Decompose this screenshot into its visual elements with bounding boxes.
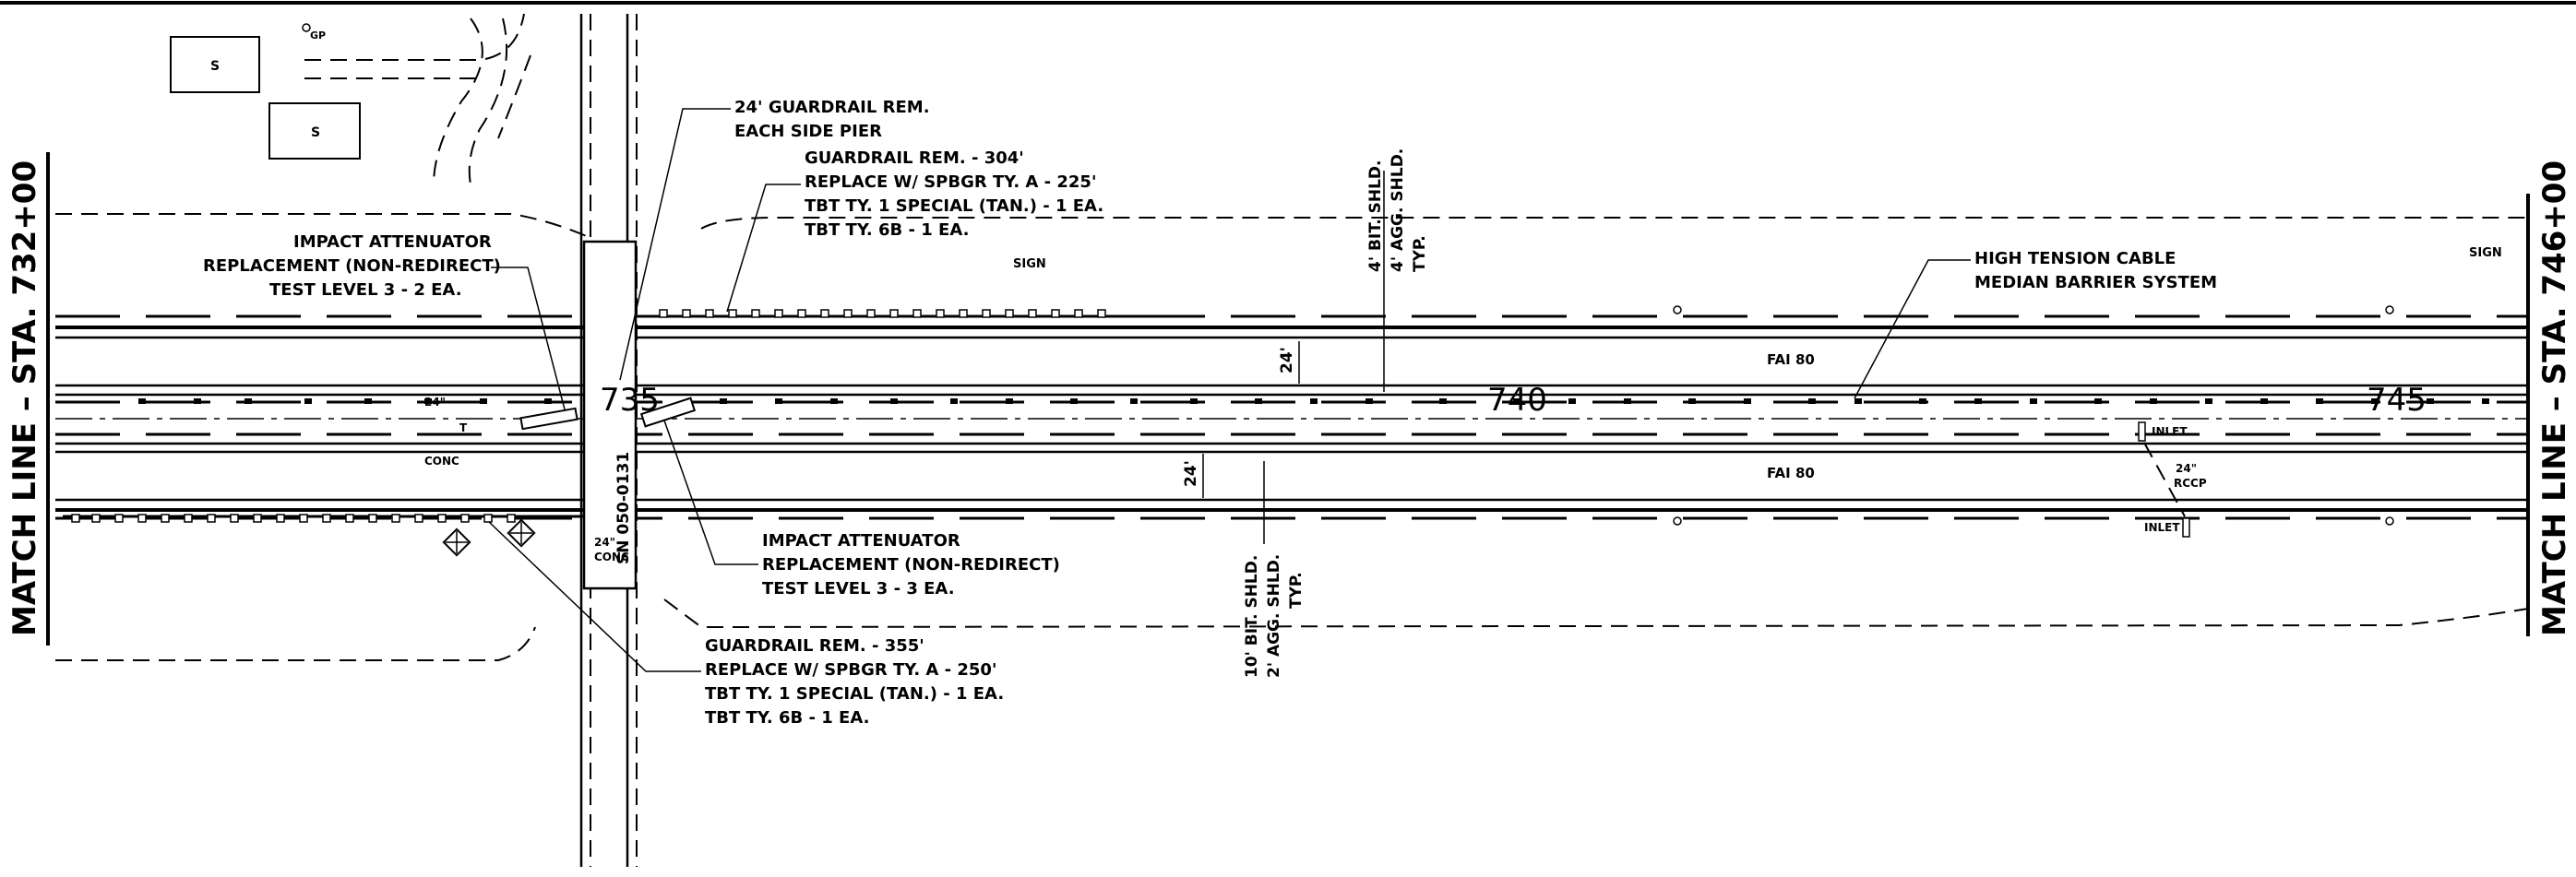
note-attenuator-right: IMPACT ATTENUATOR REPLACEMENT (NON-REDIR… (762, 531, 1060, 598)
row-fence-south (55, 598, 2529, 661)
conc-label-right: 24" CONC (594, 536, 629, 563)
marker-circle (2385, 516, 2394, 526)
svg-text:24": 24" (594, 536, 615, 549)
svg-text:REPLACEMENT (NON-REDIRECT): REPLACEMENT (NON-REDIRECT) (762, 555, 1060, 575)
leader-attenuator-left (491, 267, 566, 410)
crossroad (579, 14, 638, 867)
building-2 (268, 102, 361, 160)
inlet-2-symbol (2182, 517, 2190, 538)
svg-text:HIGH TENSION CABLE: HIGH TENSION CABLE (1974, 249, 2176, 268)
svg-text:TBT TY. 1 SPECIAL (TAN.) - 1 E: TBT TY. 1 SPECIAL (TAN.) - 1 EA. (705, 684, 1004, 704)
gp-symbol (302, 23, 311, 32)
marker-circle (2385, 305, 2394, 314)
rccp-label: 24" RCCP (2174, 462, 2207, 490)
cable-barrier-posts (138, 398, 2489, 404)
svg-text:24": 24" (2176, 462, 2197, 475)
svg-text:TBT TY. 1 SPECIAL (TAN.) - 1 E: TBT TY. 1 SPECIAL (TAN.) - 1 EA. (805, 196, 1103, 216)
svg-text:4' BIT. SHLD.: 4' BIT. SHLD. (1366, 160, 1385, 273)
svg-text:GUARDRAIL REM. - 355': GUARDRAIL REM. - 355' (705, 636, 924, 656)
guardrail-north (618, 309, 1172, 318)
impact-attenuator-left (519, 407, 578, 431)
station-735: 735 (600, 382, 660, 419)
svg-text:RCCP: RCCP (2174, 477, 2207, 490)
leader-attenuator-right (663, 420, 758, 565)
svg-text:TYP.: TYP. (1287, 572, 1306, 609)
note-guardrail-south: GUARDRAIL REM. - 355' REPLACE W/ SPBGR T… (705, 636, 1004, 728)
roadway-north (55, 314, 2528, 397)
building-1 (170, 36, 260, 93)
diamond-sign-1 (442, 527, 471, 557)
svg-text:MEDIAN BARRIER SYSTEM: MEDIAN BARRIER SYSTEM (1974, 273, 2217, 292)
guardrail-south (63, 514, 590, 523)
sign-label-2: SIGN (2469, 246, 2502, 260)
road-label-north: FAI 80 (1767, 351, 1815, 368)
leader-pier (619, 108, 731, 381)
svg-text:REPLACE W/ SPBGR TY. A - 250': REPLACE W/ SPBGR TY. A - 250' (705, 660, 996, 680)
ramp-curves (304, 13, 531, 185)
t-mark: T (459, 421, 468, 434)
svg-text:IMPACT ATTENUATOR: IMPACT ATTENUATOR (293, 232, 492, 252)
marker-circle (1673, 305, 1682, 314)
note-pier: 24' GUARDRAIL REM. EACH SIDE PIER (734, 98, 930, 141)
match-line-right: MATCH LINE – STA. 746+00 (2536, 160, 2573, 636)
building-1-label: S (210, 59, 220, 74)
note-cable: HIGH TENSION CABLE MEDIAN BARRIER SYSTEM (1974, 249, 2217, 292)
diamond-sign-2 (507, 518, 536, 548)
svg-text:10' BIT. SHLD.: 10' BIT. SHLD. (1243, 555, 1261, 678)
svg-text:EACH SIDE PIER: EACH SIDE PIER (734, 122, 882, 141)
conc-label-left: 24" CONC (424, 396, 459, 468)
structure-number: SN 050-0131 (614, 452, 633, 564)
svg-text:REPLACE W/ SPBGR TY. A - 225': REPLACE W/ SPBGR TY. A - 225' (805, 172, 1096, 192)
median (55, 400, 2528, 436)
inlet-2: INLET (2144, 521, 2180, 534)
svg-text:24": 24" (424, 396, 446, 409)
svg-text:TBT TY. 6B - 1 EA.: TBT TY. 6B - 1 EA. (705, 708, 869, 728)
leader-cable (1854, 259, 1971, 399)
marker-circle (1673, 516, 1682, 526)
inlet-1-symbol (2138, 421, 2146, 442)
svg-text:CONC: CONC (594, 551, 629, 563)
sign-label-1: SIGN (1013, 257, 1046, 271)
station-740: 740 (1487, 382, 1547, 419)
svg-text:24' GUARDRAIL REM.: 24' GUARDRAIL REM. (734, 98, 930, 117)
road-label-south: FAI 80 (1767, 465, 1815, 481)
note-shoulder-north: 4' BIT. SHLD. 4' AGG. SHLD. TYP. (1366, 148, 1429, 272)
inlet-1: INLET (2152, 425, 2188, 438)
svg-text:CONC: CONC (424, 455, 459, 468)
dim-24-south: 24' (1182, 460, 1200, 487)
svg-text:4' AGG. SHLD.: 4' AGG. SHLD. (1389, 148, 1407, 272)
svg-text:TEST LEVEL 3 - 3 EA.: TEST LEVEL 3 - 3 EA. (762, 579, 955, 598)
svg-text:GUARDRAIL REM. - 304': GUARDRAIL REM. - 304' (805, 148, 1024, 168)
leader-guardrail-south (488, 521, 701, 672)
rccp-pipe (2143, 442, 2186, 517)
svg-text:TYP.: TYP. (1411, 235, 1429, 272)
leader-guardrail-north (726, 184, 801, 313)
match-line-left: MATCH LINE – STA. 732+00 (6, 160, 43, 636)
impact-attenuator-right (639, 397, 697, 428)
svg-text:TEST LEVEL 3 - 2 EA.: TEST LEVEL 3 - 2 EA. (269, 280, 462, 300)
svg-text:REPLACEMENT (NON-REDIRECT): REPLACEMENT (NON-REDIRECT) (203, 256, 501, 276)
building-2-label: S (311, 125, 320, 140)
note-attenuator-left: IMPACT ATTENUATOR REPLACEMENT (NON-REDIR… (203, 232, 501, 300)
note-shoulder-south: 10' BIT. SHLD. 2' AGG. SHLD. TYP. (1243, 554, 1306, 678)
bridge-deck (582, 240, 638, 590)
gp-label: GP (310, 30, 326, 41)
station-745: 745 (2367, 382, 2427, 419)
svg-text:2' AGG. SHLD.: 2' AGG. SHLD. (1265, 554, 1283, 678)
svg-text:TBT TY. 6B - 1 EA.: TBT TY. 6B - 1 EA. (805, 220, 969, 240)
note-guardrail-north: GUARDRAIL REM. - 304' REPLACE W/ SPBGR T… (805, 148, 1103, 240)
dim-24-north: 24' (1278, 347, 1296, 373)
svg-text:IMPACT ATTENUATOR: IMPACT ATTENUATOR (762, 531, 960, 551)
